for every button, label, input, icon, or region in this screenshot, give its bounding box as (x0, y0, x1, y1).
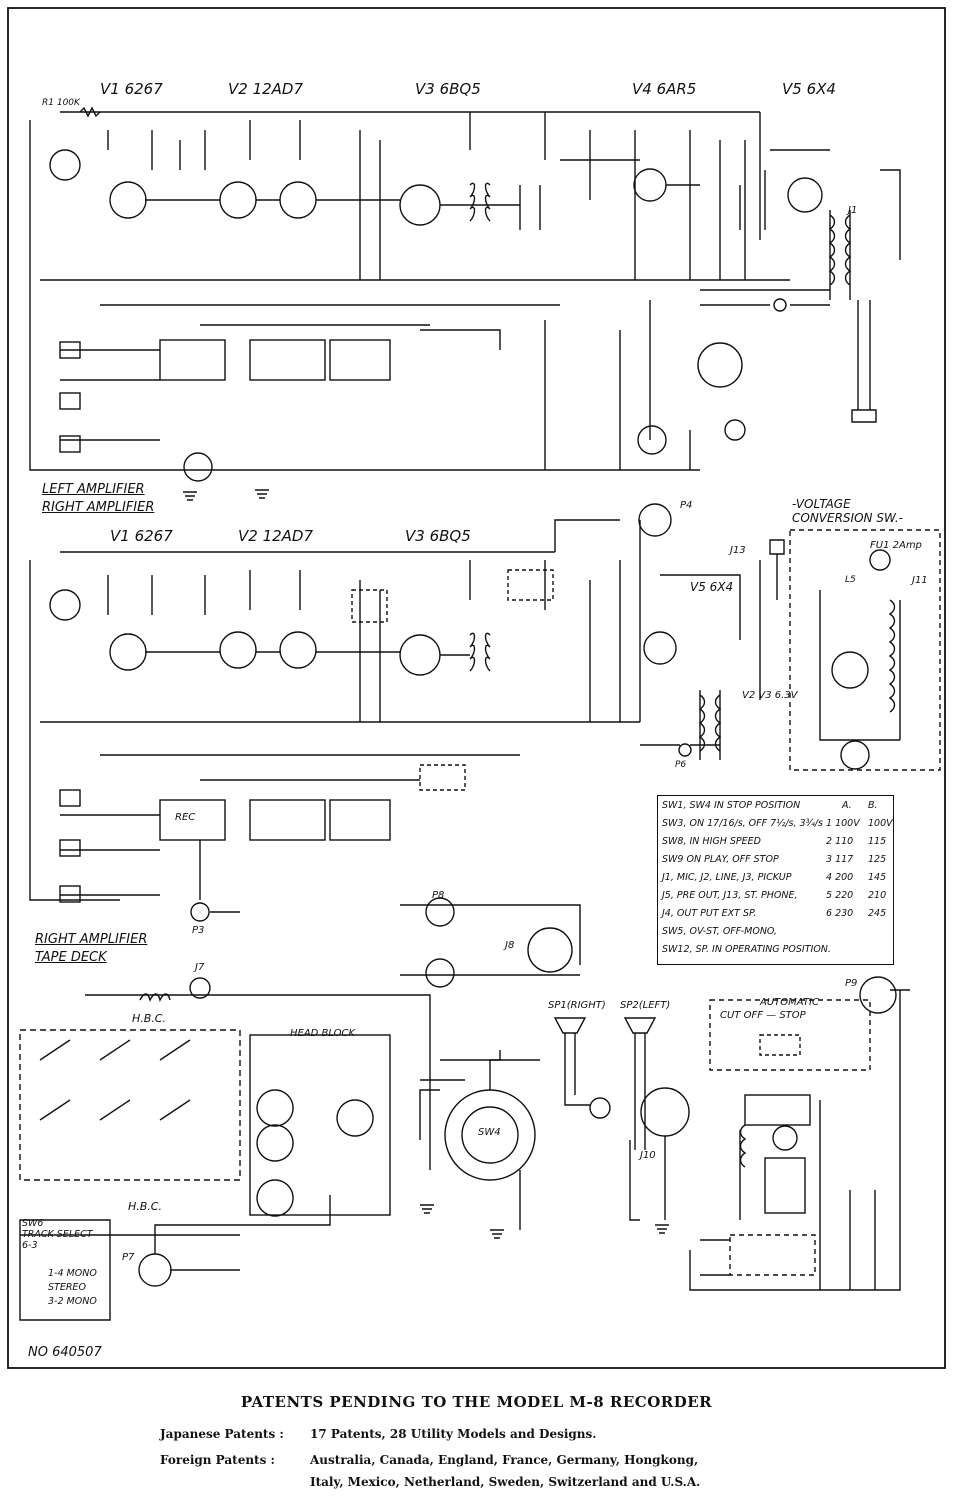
note-row-a: 5 220 (826, 890, 854, 901)
label-p7: P8 (432, 890, 445, 901)
note-row-a: 6 230 (826, 908, 854, 919)
label-rec: REC (175, 812, 196, 823)
note-row-a: 4 200 (826, 872, 854, 883)
foreign-patents-row: Foreign Patents : Australia, Canada, Engl… (160, 1453, 698, 1467)
label-sp1: SP1(RIGHT) (548, 1000, 606, 1011)
note-line: SW9 ON PLAY, OFF STOP (662, 854, 779, 865)
label-sp2: SP2(LEFT) (620, 1000, 671, 1011)
label-fu1: L5 (845, 575, 856, 585)
valve-label-v1-right: V1 6267 (110, 527, 173, 545)
label-j10: J10 (640, 1150, 656, 1161)
foreign-patents-row-2: Italy, Mexico, Netherland, Sweden, Switz… (160, 1475, 700, 1489)
valve-label-v4-left: V4 6AR5 (632, 80, 697, 98)
foreign-patents-value-2: Italy, Mexico, Netherland, Sweden, Switz… (310, 1475, 701, 1489)
section-left-amplifier: LEFT AMPLIFIER (42, 482, 145, 497)
note-row-a: 2 110 (826, 836, 854, 847)
label-hbc-top: H.B.C. (132, 1012, 166, 1025)
label-head-block: HEAD BLOCK (290, 1028, 356, 1039)
note-row-b: 210 (868, 890, 887, 901)
section-right-amplifier-bottom: RIGHT AMPLIFIER (35, 932, 148, 947)
note-header-a: A. (842, 800, 852, 811)
note-line: J4, OUT PUT EXT SP. (662, 908, 757, 919)
foreign-patents-value-1: Australia, Canada, England, France, Germ… (310, 1453, 699, 1467)
schematic-diagram (7, 7, 946, 1369)
footer-title: PATENTS PENDING TO THE MODEL M-8 RECORDE… (240, 1393, 713, 1411)
valve-label-v5-right: V5 6X4 (690, 580, 734, 594)
note-row-a: 3 117 (826, 854, 854, 865)
note-line: SW12, SP. IN OPERATING POSITION. (662, 944, 831, 955)
note-row-b: 125 (868, 854, 887, 865)
note-line: SW5, OV-ST, OFF-MONO, (662, 926, 778, 937)
note-row-b: 145 (868, 872, 887, 883)
note-line: J5, PRE OUT, J13, ST. PHONE, (662, 890, 798, 901)
valve-label-v5-left: V5 6X4 (782, 80, 836, 98)
track-opt-1: 1-4 MONO (48, 1268, 97, 1279)
label-r1-left: R1 100K (42, 98, 80, 108)
label-p3: P3 (192, 925, 205, 936)
section-right-amplifier-top: RIGHT AMPLIFIER (42, 500, 155, 515)
note-row-b: 100V (868, 818, 893, 829)
japanese-patents-row: Japanese Patents : 17 Patents, 28 Utility… (160, 1427, 596, 1441)
label-track-select: SW6 TRACK SELECT 6-3 (22, 1218, 93, 1251)
label-p4: P4 (680, 500, 693, 511)
note-line: J1, MIC, J2, LINE, J3, PICKUP (662, 872, 792, 883)
label-j8: J8 (505, 940, 515, 951)
notes-table: SW1, SW4 IN STOP POSITION A. B. SW3, ON … (657, 795, 894, 965)
drawing-number: NO 640507 (28, 1345, 102, 1360)
label-l5: J11 (912, 575, 928, 586)
japanese-patents-value: 17 Patents, 28 Utility Models and Design… (310, 1427, 597, 1441)
note-row-a: 1 100V (826, 818, 860, 829)
label-cut-off-stop: CUT OFF — STOP (720, 1010, 806, 1021)
label-p6: FU1 2Amp (870, 540, 922, 551)
foreign-patents-key: Foreign Patents : (160, 1453, 275, 1467)
note-row-b: 245 (868, 908, 887, 919)
label-j13: J13 (730, 545, 746, 556)
japanese-patents-key: Japanese Patents : (160, 1427, 284, 1441)
section-voltage-conversion: -VOLTAGE CONVERSION SW.- (792, 497, 903, 525)
note-line: SW1, SW4 IN STOP POSITION (662, 800, 801, 811)
track-opt-2: STEREO (48, 1282, 86, 1293)
note-line: SW8, IN HIGH SPEED (662, 836, 761, 847)
note-row-b: 115 (868, 836, 887, 847)
track-opt-3: 3-2 MONO (48, 1296, 97, 1307)
note-line: SW3, ON 17/16/s, OFF 7½/s, 3¾/s (662, 818, 823, 829)
label-sw4: SW4 (478, 1127, 501, 1138)
label-automatic: AUTOMATIC (760, 997, 819, 1008)
note-header-b: B. (868, 800, 878, 811)
label-sw5: V2 V3 6.3V (742, 690, 798, 701)
valve-label-v2-right: V2 12AD7 (238, 527, 314, 545)
label-j7: J7 (195, 962, 205, 973)
label-p9: P9 (845, 978, 858, 989)
section-tape-deck: TAPE DECK (35, 950, 107, 965)
label-sw2-power: J1 (848, 205, 858, 216)
label-hbc-bottom: H.B.C. (128, 1200, 162, 1213)
label-vu-lamp-right: P6 (675, 760, 687, 770)
valve-label-v3-left: V3 6BQ5 (415, 80, 481, 98)
label-j9: P7 (122, 1252, 135, 1263)
valve-label-v1-left: V1 6267 (100, 80, 163, 98)
valve-label-v3-right: V3 6BQ5 (405, 527, 471, 545)
valve-label-v2-left: V2 12AD7 (228, 80, 304, 98)
